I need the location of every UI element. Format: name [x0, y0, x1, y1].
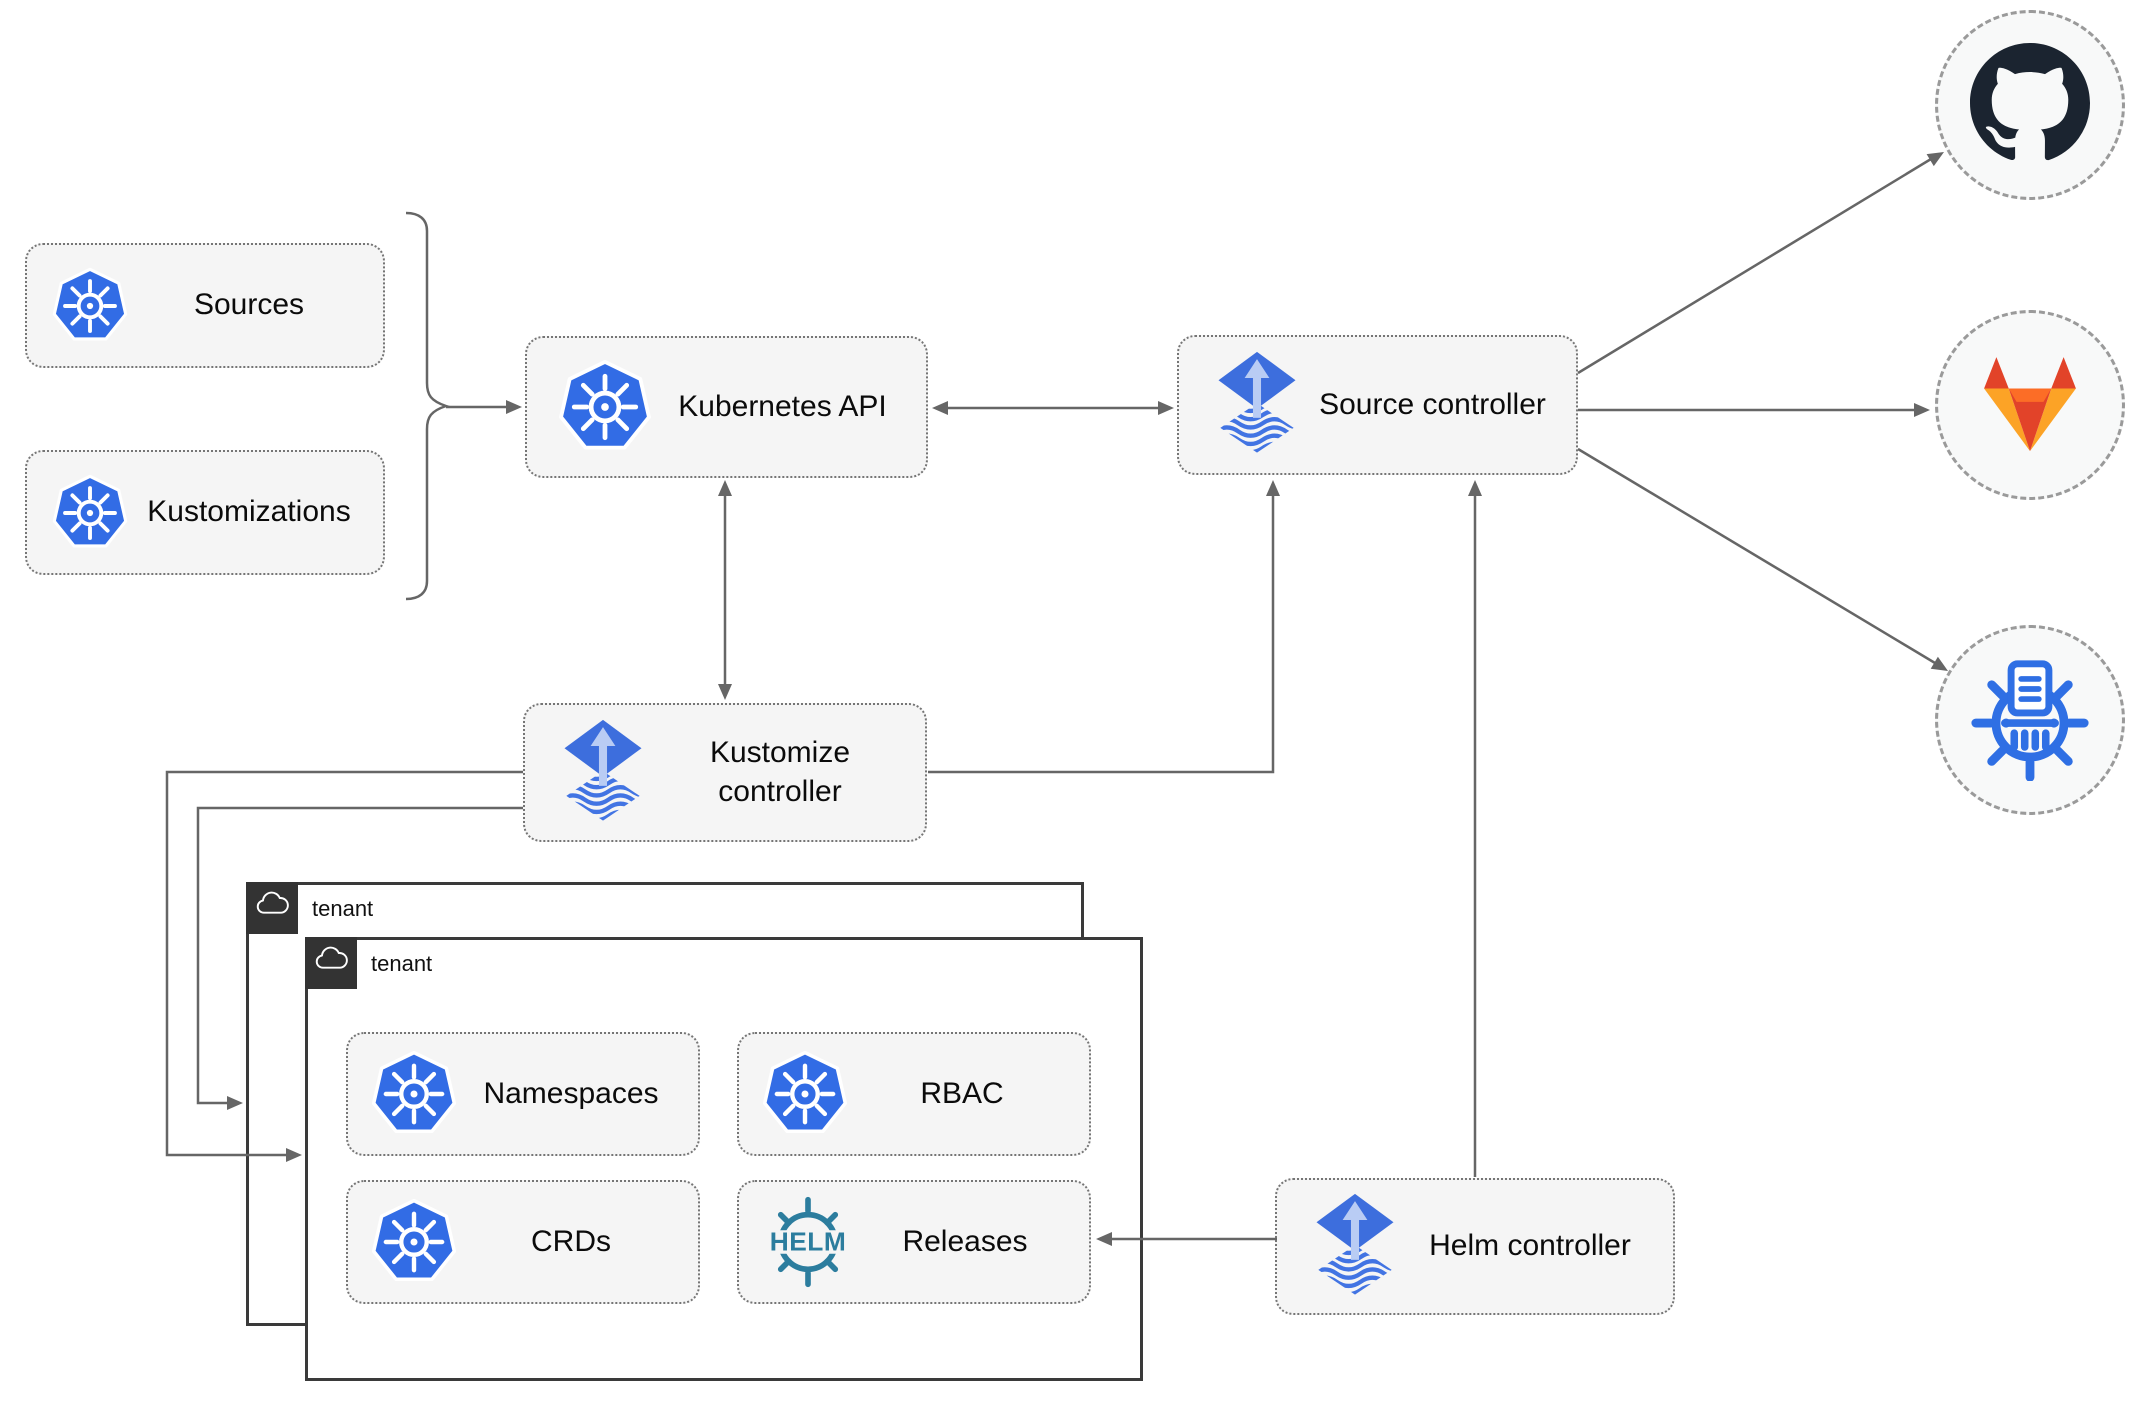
gitlab-icon — [1974, 350, 2086, 461]
node-label: CRDs — [531, 1224, 611, 1258]
github-icon — [1970, 43, 2090, 168]
node-helm-controller: Helm controller — [1275, 1178, 1675, 1315]
node-kustomize-controller: Kustomize controller — [523, 703, 927, 842]
node-sources: Sources — [25, 243, 385, 368]
tenant-outer-tab — [246, 882, 298, 934]
tenant-box-inner — [305, 937, 1143, 1381]
node-releases: Releases — [737, 1180, 1091, 1304]
node-label: Releases — [902, 1224, 1028, 1258]
kubernetes-icon — [761, 1050, 849, 1138]
node-label: Source controller — [1319, 387, 1546, 421]
kubernetes-icon — [370, 1050, 458, 1138]
kubernetes-icon — [51, 474, 129, 552]
node-label: Helm controller — [1429, 1229, 1631, 1263]
endpoint-gitlab — [1935, 310, 2125, 500]
node-label: Kustomize controller — [709, 736, 851, 808]
flux-icon — [1211, 350, 1303, 460]
tenant-inner-tab — [305, 937, 357, 989]
chartmuseum-icon — [1967, 655, 2093, 786]
node-kubernetes-api: Kubernetes API — [525, 336, 928, 478]
flux-icon — [557, 718, 649, 828]
endpoint-chartmuseum — [1935, 625, 2125, 815]
tenant-inner-label: tenant — [371, 951, 433, 976]
flux-icon — [1309, 1192, 1401, 1302]
node-label: RBAC — [920, 1076, 1004, 1110]
node-label: Kustomizations — [147, 495, 351, 529]
node-namespaces: Namespaces — [346, 1032, 700, 1156]
tenant-outer-label: tenant — [312, 896, 374, 921]
brace — [405, 211, 450, 601]
node-crds: CRDs — [346, 1180, 700, 1304]
node-label: Sources — [193, 288, 305, 322]
node-source-controller: Source controller — [1177, 335, 1578, 475]
endpoint-github — [1935, 10, 2125, 200]
cloud-icon — [254, 891, 290, 925]
kubernetes-icon — [557, 359, 653, 455]
cloud-icon — [313, 946, 349, 980]
node-label: Namespaces — [483, 1076, 659, 1110]
node-rbac: RBAC — [737, 1032, 1091, 1156]
helm-icon — [761, 1195, 855, 1289]
kubernetes-icon — [51, 267, 129, 345]
kubernetes-icon — [370, 1198, 458, 1286]
node-kustomizations: Kustomizations — [25, 450, 385, 575]
node-label: Kubernetes API — [678, 389, 887, 423]
